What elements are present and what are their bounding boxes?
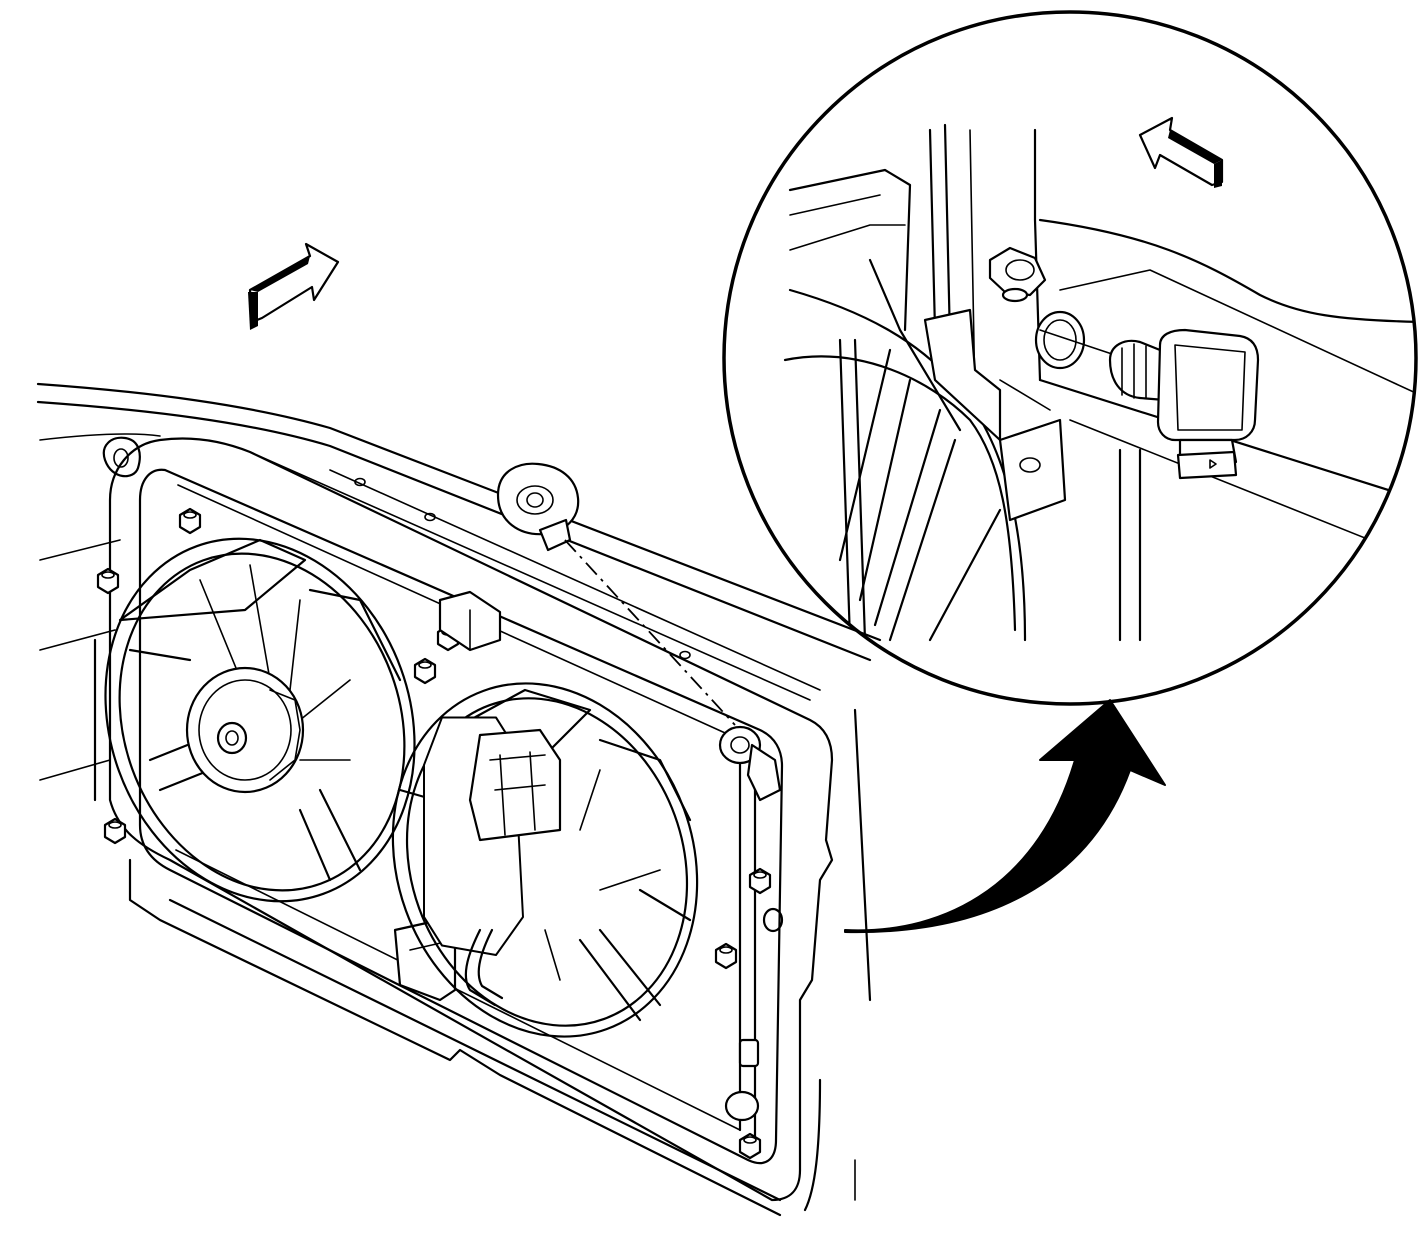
direction-arrow-icon: [248, 242, 340, 330]
bolt-icon: [413, 657, 437, 685]
bolt-icon: [96, 567, 120, 595]
mounting-bolts: [96, 507, 772, 1160]
radiator-cap: [496, 462, 782, 802]
detail-callout-arrow-icon: [844, 699, 1166, 934]
bolt-icon: [103, 817, 127, 845]
bolt-icon: [714, 942, 738, 970]
right-cooling-fan: [391, 682, 699, 1038]
detail-circle-outline: [722, 10, 1418, 706]
direction-arrow-icon: [1138, 116, 1224, 188]
detail-inset-contents: [783, 116, 1416, 642]
left-cooling-fan: [104, 537, 416, 903]
bolt-icon: [748, 867, 772, 895]
vehicle-body-lines: [36, 382, 882, 1212]
bolt-icon: [738, 1132, 762, 1160]
bolt-icon: [178, 507, 202, 535]
detail-inset: [722, 10, 1418, 706]
